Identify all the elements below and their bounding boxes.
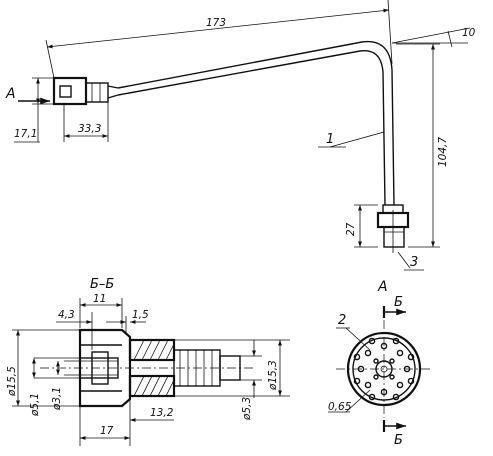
dim-section-13-2: 13,2 xyxy=(150,407,174,419)
view-a-arrow-label: A xyxy=(5,86,16,102)
callout-fitting: 3 xyxy=(410,255,418,270)
tube-inner-wall xyxy=(117,49,386,206)
face-holes xyxy=(353,337,415,401)
dim-section-1-5: 1,5 xyxy=(132,309,149,321)
dim-height: 104,7 xyxy=(437,137,449,167)
dim-section-d5-1: ø5,1 xyxy=(29,393,41,417)
section-view: Б–Б xyxy=(6,277,290,446)
face-center-bore xyxy=(375,360,393,378)
fitting-tip xyxy=(383,226,405,248)
dim-section-17: 17 xyxy=(100,425,114,437)
dim-head-length: 33,3 xyxy=(78,123,101,135)
dim-section-d5-3: ø5,3 xyxy=(241,397,253,421)
face-outer-rim xyxy=(346,331,422,407)
dim-angle: 10 xyxy=(462,27,476,39)
outlet-tube xyxy=(219,355,241,381)
section-title: Б–Б xyxy=(90,277,114,292)
connector-head xyxy=(52,76,88,106)
view-a-title: A xyxy=(377,279,388,295)
cut-label-bottom: Б xyxy=(394,433,403,448)
dim-section-4-3: 4,3 xyxy=(58,309,75,321)
dim-section-d15-5: ø15,5 xyxy=(6,366,18,397)
face-view-a: A Б Б xyxy=(328,279,432,448)
dim-head-width: 17,1 xyxy=(14,128,37,140)
dim-section-11: 11 xyxy=(93,293,106,305)
bent-tube-view: A 173 10 104,7 27 17,1 33,3 xyxy=(5,0,476,271)
dim-section-d3-1: ø3,1 xyxy=(51,387,63,411)
dim-length-total: 173 xyxy=(206,17,226,29)
housing-bore xyxy=(79,357,119,379)
callout-holes: 2 xyxy=(338,313,346,328)
dim-section-d15-3: ø15,3 xyxy=(267,360,279,391)
tube-outer-wall xyxy=(117,40,395,206)
dim-fitting-height: 27 xyxy=(345,222,357,236)
connector-socket xyxy=(59,85,72,98)
face-inner-rim xyxy=(352,337,416,401)
cut-label-top: Б xyxy=(394,295,403,310)
dim-length-line xyxy=(46,8,390,49)
callout-tube: 1 xyxy=(326,132,334,147)
connector-collar xyxy=(85,82,109,103)
dim-hole-diameter: 0,65 xyxy=(328,401,352,413)
